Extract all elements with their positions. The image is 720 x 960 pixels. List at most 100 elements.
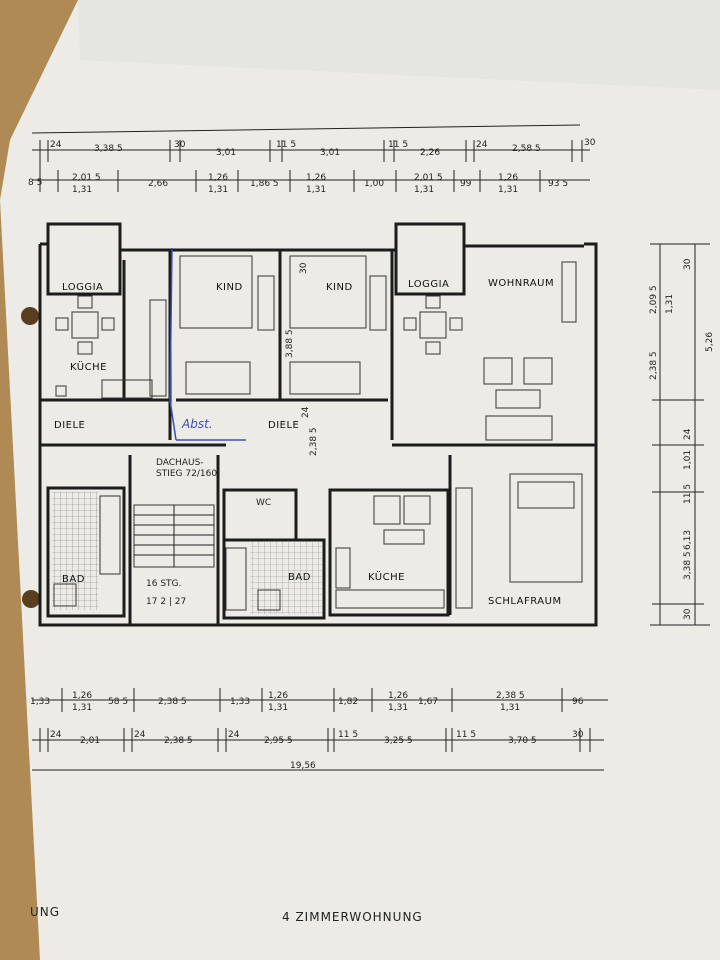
dim-label: 1,26	[208, 173, 228, 183]
dim-label: 5,26	[705, 332, 715, 352]
dim-label: 2,58 5	[512, 144, 541, 154]
dim-label: 1,31	[498, 185, 518, 195]
dim-label: 8 5	[28, 178, 42, 188]
dim-label: 3,01	[320, 148, 340, 158]
dim-label: 2,09 5	[649, 285, 659, 314]
dim-label: 2,38 5	[496, 691, 525, 701]
label-stairs-count: 16 STG.	[146, 579, 181, 589]
dim-label: 2,01	[80, 736, 100, 746]
room-label-diele-left: DIELE	[54, 420, 85, 431]
room-label-kueche-right: KÜCHE	[368, 570, 405, 583]
dim-label: 30	[584, 138, 596, 148]
dim-label: 2,01 5	[414, 173, 443, 183]
dim-label: 1,26	[306, 173, 326, 183]
dim-label: 1,67	[418, 697, 438, 707]
room-label-kind-1: KIND	[216, 282, 243, 293]
total-width-label: 19,56	[290, 761, 316, 771]
footer-cut-text: UNG	[30, 905, 60, 919]
dim-label: 1,31	[208, 185, 228, 195]
room-label-loggia-left: LOGGIA	[62, 282, 103, 293]
bottom-dimension-lines	[32, 688, 608, 771]
dim-label: 11 5	[388, 140, 408, 150]
tiled-floor-bath-left	[52, 492, 98, 610]
tiled-floor-bath-right	[250, 542, 322, 614]
dim-label: 3,38 5	[94, 144, 123, 154]
dim-label: 1,00	[364, 179, 384, 189]
top-dimension-row-2: 8 5 2,01 5 1,31 2,66 1,26 1,31 1,86 5 1,…	[28, 173, 568, 195]
dim-label: 1,86 5	[250, 179, 279, 189]
dim-label: 96	[572, 697, 584, 707]
dim-label: 24	[476, 140, 488, 150]
dim-label: 11 5	[456, 730, 476, 740]
dim-label: 3,01	[216, 148, 236, 158]
room-label-loggia-right: LOGGIA	[408, 279, 449, 290]
handwritten-note: Abst.	[181, 417, 213, 431]
dim-label: 2,38 5	[649, 351, 659, 380]
dim-label: 58 5	[108, 697, 128, 707]
dim-label: 1,26	[388, 691, 408, 701]
handwritten-marks: Abst.	[169, 247, 246, 441]
dim-label: 1,26	[72, 691, 92, 701]
room-label-schlafraum: SCHLAFRAUM	[488, 596, 562, 607]
right-dimension-labels: 30 2,09 5 1,31 2,38 5 24 1,01 11 5 3,38 …	[649, 258, 715, 620]
room-label-kind-2: KIND	[326, 282, 353, 293]
dim-label: 30	[299, 262, 309, 274]
dim-label: 30	[174, 140, 186, 150]
dim-label: 24	[50, 140, 62, 150]
floor-plan-walls	[38, 222, 598, 627]
dim-label: 93 5	[548, 179, 568, 189]
bottom-dimension-row-2: 24 2,01 24 2,38 5 24 2,95 5 11 5 3,25 5 …	[50, 730, 584, 771]
dim-label: 1,31	[72, 185, 92, 195]
dim-label: 99	[460, 179, 472, 189]
dim-label: 2,66	[148, 179, 168, 189]
top-dimension-row-1: 24 3,38 5 30 3,01 11 5 3,01 11 5 2,26 24…	[50, 138, 596, 158]
room-label-wohnraum: WOHNRAUM	[488, 278, 554, 289]
dim-label: 1,31	[500, 703, 520, 713]
dim-label: 2,38 5	[164, 736, 193, 746]
dim-label: 1,31	[665, 294, 675, 314]
dim-label: 1,31	[72, 703, 92, 713]
dim-label: 1,33	[230, 697, 250, 707]
dim-label: 30	[683, 608, 693, 620]
dim-label: 24	[228, 730, 240, 740]
dim-label: 11 5	[338, 730, 358, 740]
punch-hole-bottom	[22, 590, 40, 608]
dim-label: 2,26	[420, 148, 440, 158]
dim-label: 3,88 5	[285, 329, 295, 358]
dim-label: 11 5	[276, 140, 296, 150]
dim-label: 1,26	[498, 173, 518, 183]
dim-label: 30	[683, 258, 693, 270]
dim-label: 2,01 5	[72, 173, 101, 183]
dim-label: 24	[683, 428, 693, 440]
dim-label: 1,31	[388, 703, 408, 713]
right-dimension-lines	[650, 243, 710, 626]
dim-label: 1,31	[268, 703, 288, 713]
dim-label: 24	[134, 730, 146, 740]
bottom-dimension-row-1: 1,33 1,26 1,31 58 5 2,38 5 1,33 1,26 1,3…	[30, 691, 584, 713]
dim-label: 2,38 5	[309, 427, 319, 456]
top-dimension-lines	[31, 124, 590, 192]
dim-label: 2,38 5	[158, 697, 187, 707]
label-dachaus: DACHAUS-	[156, 458, 204, 468]
punch-hole-top	[21, 307, 39, 325]
room-label-bad-right: BAD	[288, 572, 311, 583]
plan-title: 4 ZIMMERWOHNUNG	[282, 910, 423, 924]
room-labels: LOGGIA KIND KIND LOGGIA WOHNRAUM KÜCHE D…	[54, 278, 562, 607]
dim-label: 3,25 5	[384, 736, 413, 746]
dim-label: 30	[572, 730, 584, 740]
inner-dimensions: 3,88 5 2,38 5 24 30	[285, 262, 319, 456]
dim-label: 2,95 5	[264, 736, 293, 746]
label-stairs-dim: 17 2 | 27	[146, 597, 186, 607]
room-label-diele-right: DIELE	[268, 420, 299, 431]
room-label-kueche-left: KÜCHE	[70, 360, 107, 373]
dim-label: 3,38 5	[683, 551, 693, 580]
dim-label: 6,13	[683, 530, 693, 550]
dim-label: 1,26	[268, 691, 288, 701]
dim-label: 11 5	[683, 484, 693, 504]
dim-label: 1,33	[30, 697, 50, 707]
dim-label: 24	[301, 406, 311, 418]
dim-label: 1,01	[683, 450, 693, 470]
dim-label: 1,31	[306, 185, 326, 195]
